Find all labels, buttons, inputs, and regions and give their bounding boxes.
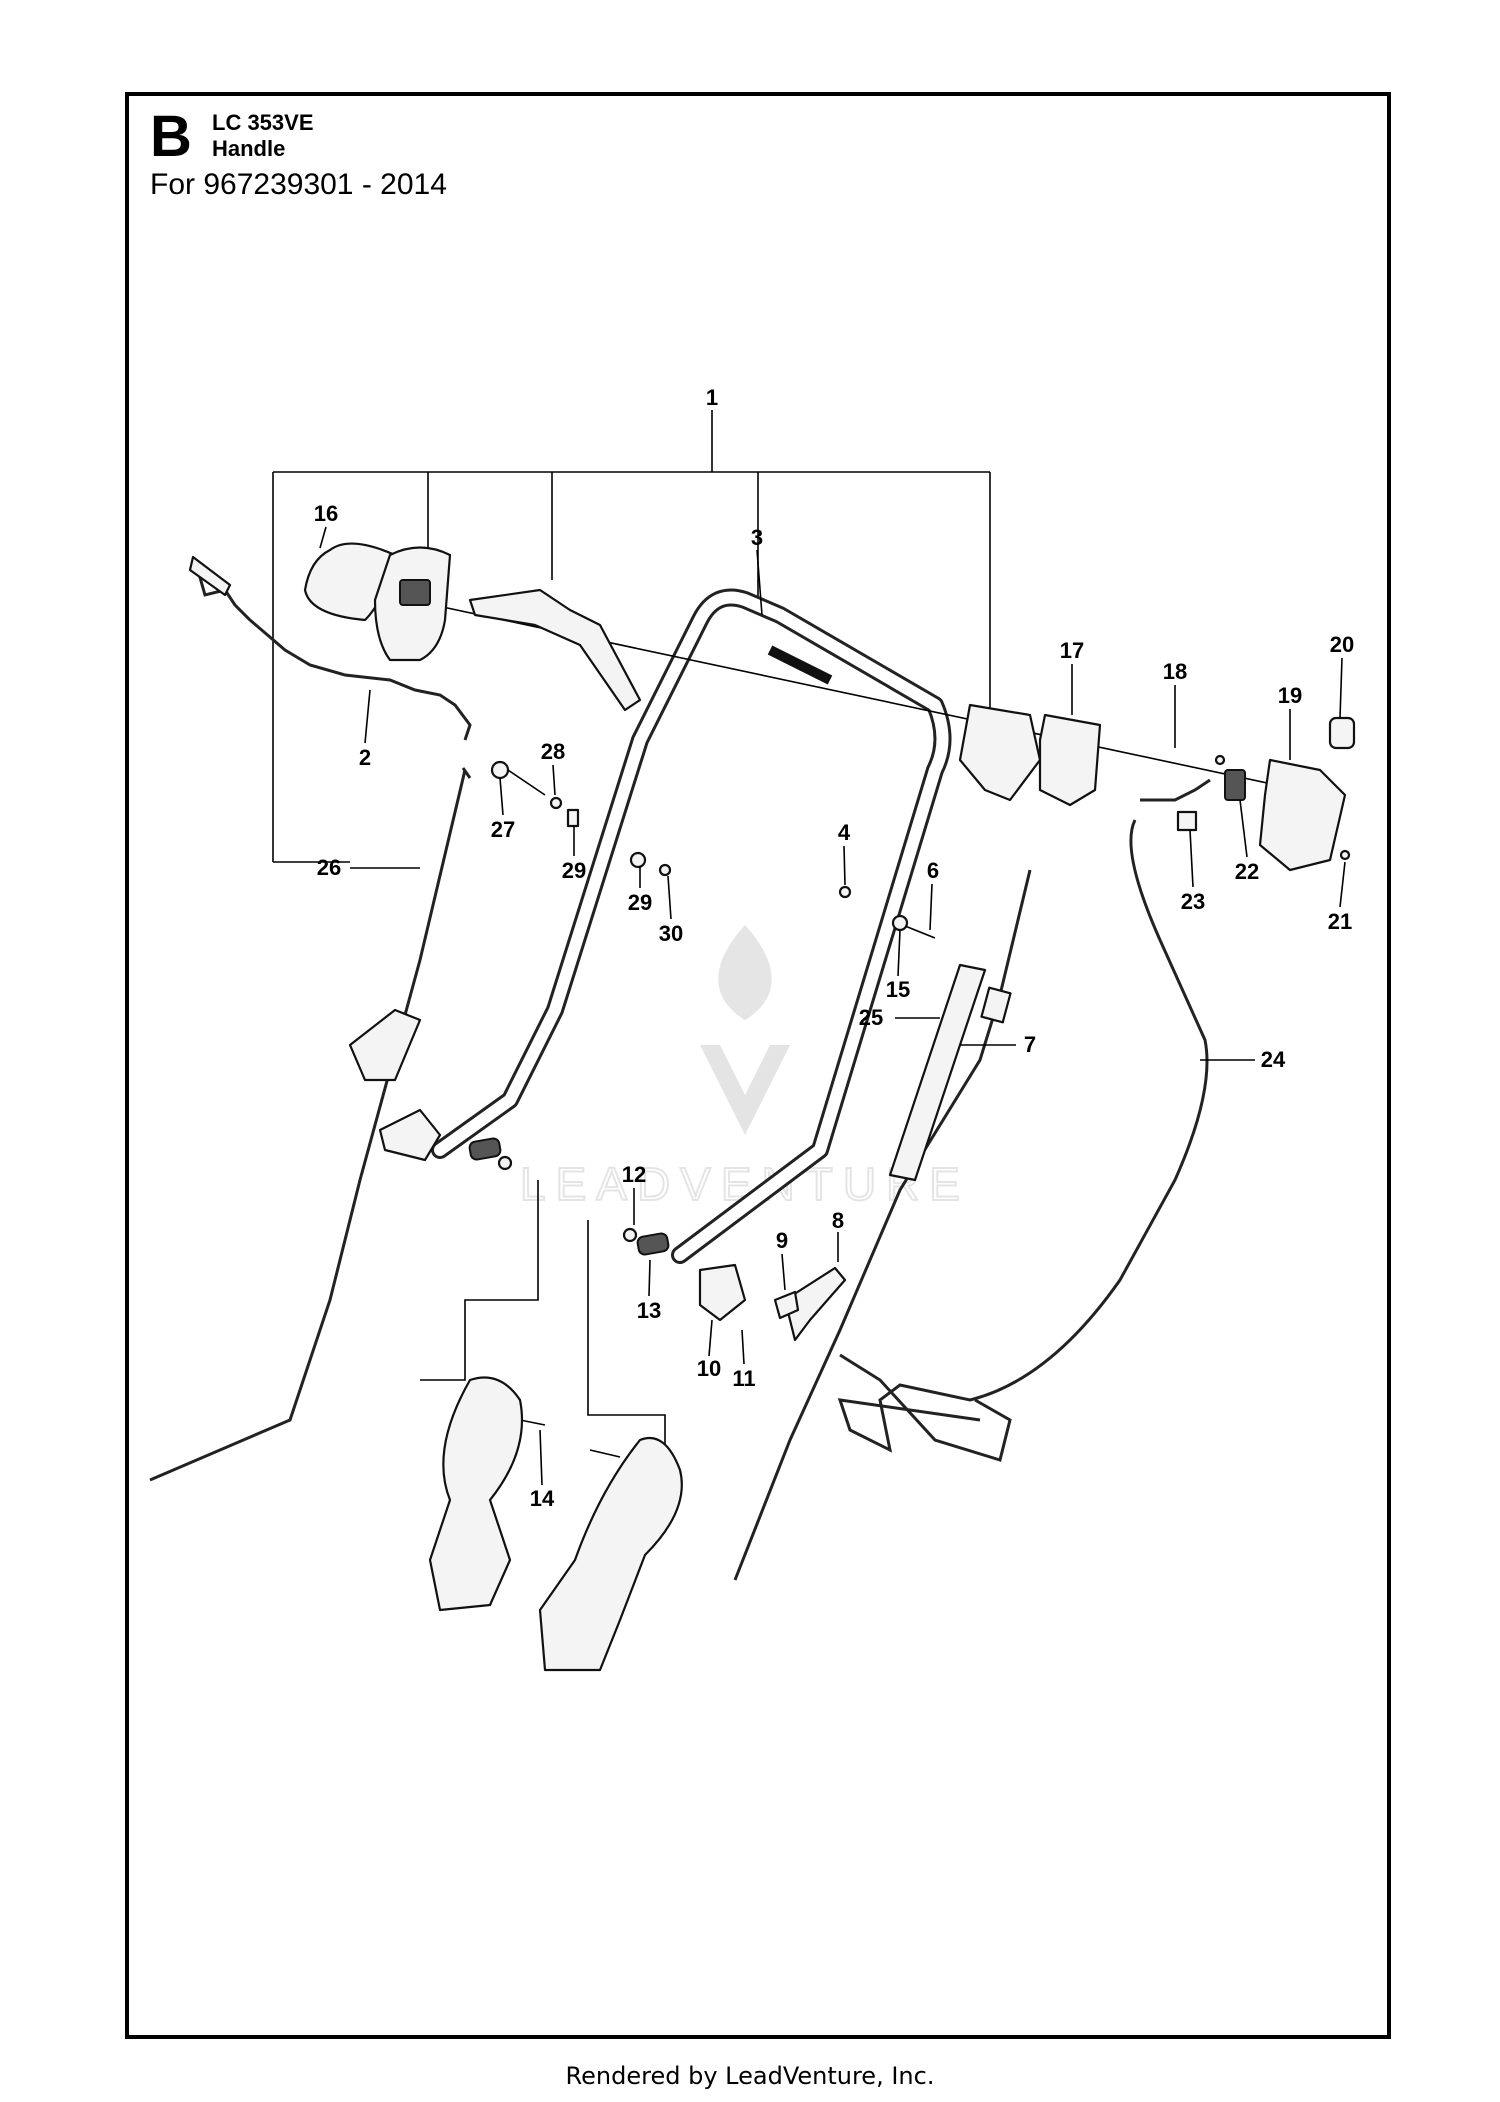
callout-27: 27 [491,817,515,842]
callout-23: 23 [1181,889,1205,914]
callout-9: 9 [776,1228,788,1253]
callout-22: 22 [1235,859,1259,884]
part-drive-lever [468,588,642,712]
part-17-cover [1038,713,1102,807]
leader-lines [319,526,1346,1486]
callout-1: 1 [706,385,718,410]
part-side-plate-right [538,1437,683,1672]
callout-6: 6 [927,858,939,883]
callouts: 1 2 3 4 6 7 8 9 10 11 12 13 14 15 16 17 … [314,385,1354,1511]
part-7-cable [733,869,1032,1581]
callout-21: 21 [1328,909,1352,934]
callout-15: 15 [886,977,910,1002]
part-23-wire [1140,778,1211,802]
part-26-cable [149,769,467,1482]
part-24-cable [837,819,1209,1453]
footer-credit: Rendered by LeadVenture, Inc. [565,2062,935,2090]
callout-17: 17 [1060,638,1084,663]
callout-2: 2 [359,745,371,770]
bracket-item-1 [272,410,991,863]
part-right-housing [958,703,1042,802]
part-25-trim [888,963,987,1182]
callout-24: 24 [1261,1047,1286,1072]
callout-7: 7 [1024,1032,1036,1057]
callout-26: 26 [317,855,341,880]
callout-10: 10 [697,1356,721,1381]
callout-3: 3 [751,525,763,550]
callout-28: 28 [541,739,565,764]
part-19-switch-housing [1258,758,1347,872]
callout-13: 13 [637,1298,661,1323]
callout-29b: 29 [628,890,652,915]
model-name: LC 353VE [212,110,314,135]
part-8-lever [783,1266,847,1342]
handle-tube [431,588,952,1264]
right-pivot-assembly [622,1227,847,1342]
model-subtitle: For 967239301 - 2014 [150,168,447,201]
part-20-knob [1328,716,1356,750]
callout-8: 8 [832,1208,844,1233]
part-22-switch [1224,769,1246,801]
hardware [490,754,1351,1458]
part-side-plate-left [428,1376,524,1612]
callout-14: 14 [530,1486,555,1511]
left-pivot-assembly [348,1008,513,1171]
lower-brackets [420,1180,683,1672]
callout-19: 19 [1278,683,1302,708]
callout-20: 20 [1330,632,1354,657]
callout-4: 4 [838,820,851,845]
assembly-name: Handle [212,136,286,161]
part-16-cover [303,542,397,622]
callout-11: 11 [732,1366,755,1391]
diagram-frame [125,92,1391,2039]
callout-29a: 29 [562,858,586,883]
callout-18: 18 [1163,659,1187,684]
callout-30: 30 [659,921,683,946]
callout-12: 12 [622,1162,646,1187]
section-letter: B [150,104,192,169]
callout-16: 16 [314,501,338,526]
callout-25: 25 [859,1005,883,1030]
